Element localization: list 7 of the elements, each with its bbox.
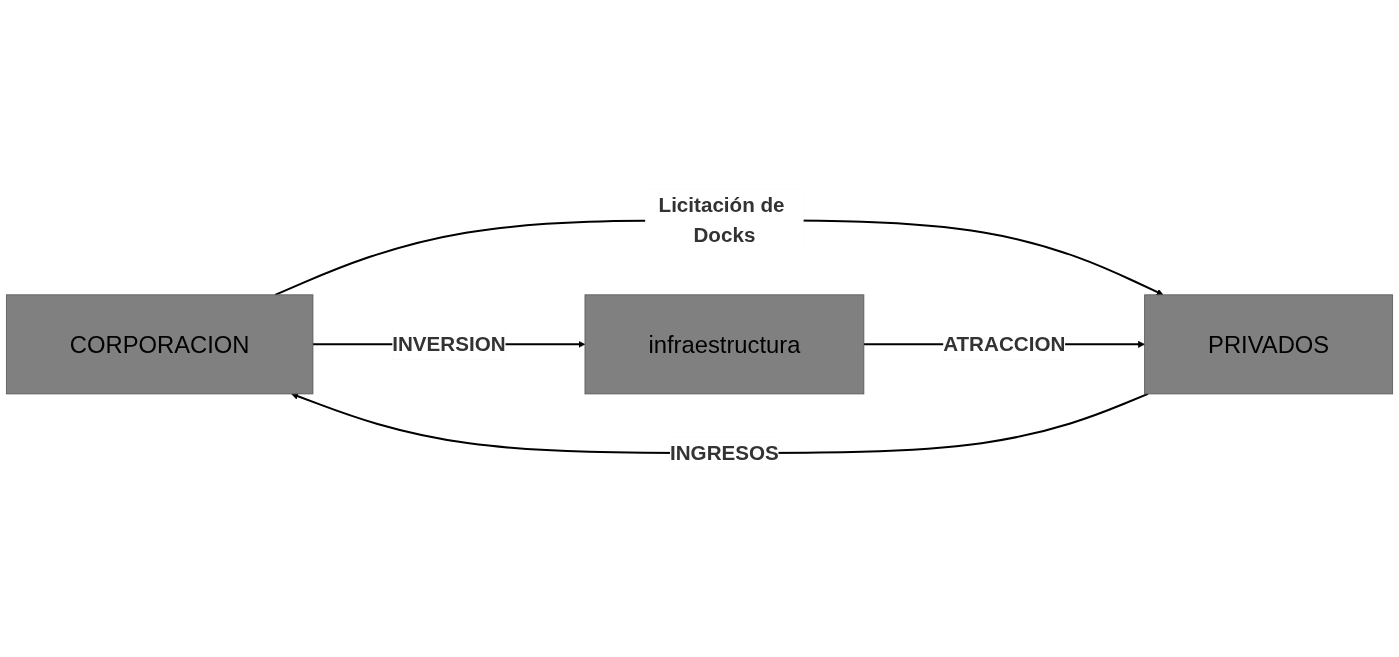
edge-label: ATRACCION (943, 331, 1066, 356)
node-box: PRIVADOS (1144, 294, 1394, 394)
node-box: CORPORACION (5, 294, 314, 394)
edge-label: INVERSION (392, 331, 506, 356)
edge-label: Licitación de Docks (658, 192, 785, 247)
edge-label: INGRESOS (670, 440, 779, 465)
node-box: infraestructura (584, 294, 865, 394)
